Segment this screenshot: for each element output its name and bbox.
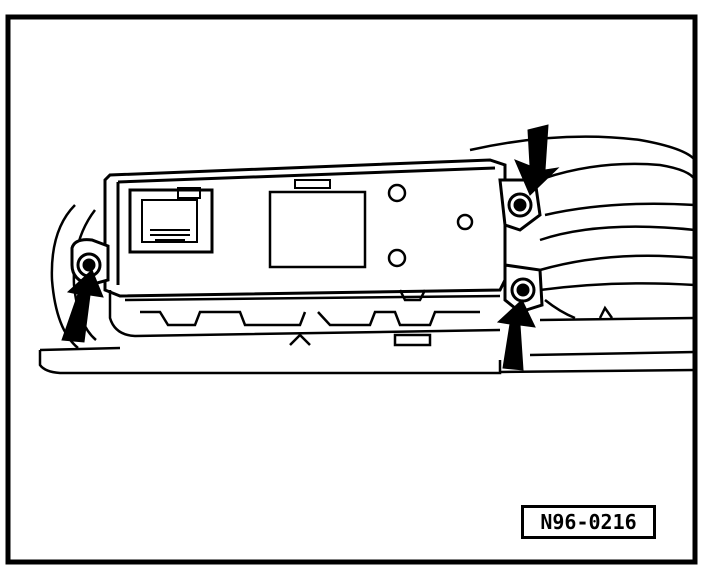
reference-code-box: N96-0216 <box>521 505 656 539</box>
lower-bracket <box>108 289 501 347</box>
callout-arrows <box>61 124 560 371</box>
arrow-bottom-right-icon <box>496 299 536 371</box>
arrow-left-icon <box>61 269 104 343</box>
mounting-screws <box>70 178 544 314</box>
figure-frame <box>5 14 698 565</box>
arrow-top-right-icon <box>514 124 560 196</box>
control-module <box>103 158 507 298</box>
reference-code: N96-0216 <box>540 510 637 534</box>
trim-panel <box>38 135 697 375</box>
